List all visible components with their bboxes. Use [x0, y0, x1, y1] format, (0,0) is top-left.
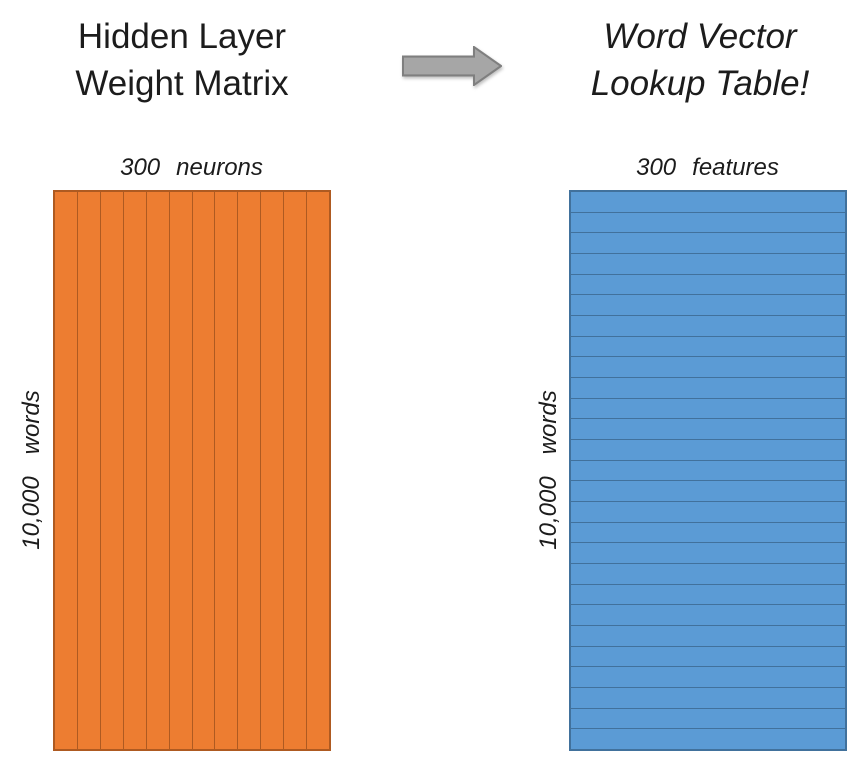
- right-arrow-icon: [402, 46, 502, 86]
- matrix-row: [571, 707, 845, 729]
- matrix-row: [571, 192, 845, 212]
- left-rows-count: 10,000: [18, 476, 45, 550]
- right-columns-label: 300 features: [569, 154, 846, 182]
- matrix-row: [571, 356, 845, 377]
- left-title-line1: Hidden Layer: [77, 17, 287, 56]
- left-rows-label: 10,000 words: [17, 320, 47, 620]
- matrix-row: [571, 459, 845, 481]
- matrix-column: [76, 192, 100, 749]
- matrix-column: [55, 192, 77, 749]
- matrix-row: [571, 480, 845, 501]
- left-matrix-title: Hidden Layer Weight Matrix: [32, 13, 332, 107]
- matrix-row: [571, 273, 845, 295]
- matrix-row: [571, 687, 845, 708]
- matrix-column: [306, 192, 329, 749]
- matrix-row: [571, 521, 845, 543]
- matrix-row: [571, 418, 845, 439]
- matrix-row: [571, 377, 845, 398]
- matrix-column: [283, 192, 306, 749]
- matrix-row: [571, 604, 845, 625]
- matrix-column: [237, 192, 260, 749]
- left-title-line2: Weight Matrix: [75, 64, 289, 103]
- right-rows-unit: words: [535, 390, 562, 455]
- matrix-row: [571, 563, 845, 584]
- right-columns-count: 300: [636, 154, 677, 181]
- matrix-row: [571, 253, 845, 274]
- matrix-row: [571, 294, 845, 315]
- right-title-line2: Lookup Table!: [590, 64, 810, 103]
- matrix-row: [571, 501, 845, 522]
- matrix-column: [260, 192, 283, 749]
- matrix-row: [571, 439, 845, 460]
- word-vector-lookup-table: [569, 190, 847, 751]
- left-columns-count: 300: [120, 154, 161, 181]
- left-rows-unit: words: [18, 390, 45, 455]
- right-rows-label: 10,000 words: [534, 320, 564, 620]
- matrix-row: [571, 625, 845, 646]
- matrix-row: [571, 645, 845, 667]
- matrix-column: [122, 192, 146, 749]
- matrix-column: [191, 192, 215, 749]
- left-columns-label: 300 neurons: [53, 154, 330, 182]
- matrix-column: [145, 192, 169, 749]
- matrix-row: [571, 232, 845, 253]
- matrix-row: [571, 397, 845, 419]
- right-columns-unit: features: [692, 154, 779, 181]
- right-arrow-shape: [402, 46, 502, 86]
- left-columns-unit: neurons: [176, 154, 263, 181]
- matrix-row: [571, 211, 845, 233]
- matrix-row: [571, 666, 845, 687]
- matrix-row: [571, 335, 845, 357]
- matrix-row: [571, 583, 845, 605]
- hidden-layer-weight-matrix: [53, 190, 331, 751]
- matrix-row: [571, 728, 845, 749]
- matrix-row: [571, 542, 845, 563]
- right-matrix-title: Word Vector Lookup Table!: [550, 13, 850, 107]
- matrix-column: [214, 192, 237, 749]
- right-title-line1: Word Vector: [603, 17, 797, 56]
- matrix-column: [168, 192, 192, 749]
- matrix-column: [99, 192, 123, 749]
- right-rows-count: 10,000: [535, 476, 562, 550]
- matrix-row: [571, 315, 845, 336]
